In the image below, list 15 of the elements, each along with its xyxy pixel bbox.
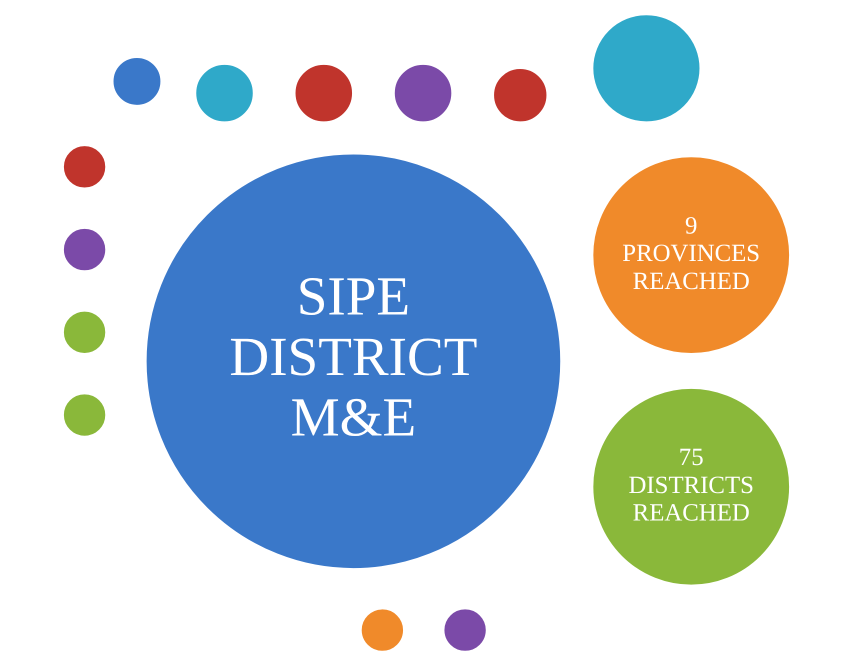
node-circle: [442, 606, 489, 654]
node-circle: [292, 62, 355, 124]
node-circle: [392, 62, 454, 124]
node-circle: [61, 143, 108, 190]
node-circle: [590, 12, 702, 124]
node-circle: [61, 392, 108, 438]
node-circle: [61, 308, 108, 356]
node-circle: [491, 66, 550, 124]
node-circle: 9 PROVINCES REACHED: [590, 154, 792, 356]
node-circle: [358, 606, 406, 654]
node-circle: 75 DISTRICTS REACHED: [590, 386, 792, 588]
node-circle: [110, 55, 164, 108]
node-circle: [194, 62, 256, 124]
node-circle: [61, 226, 108, 274]
node-circle: SIPE DISTRICT M&E: [144, 152, 563, 571]
